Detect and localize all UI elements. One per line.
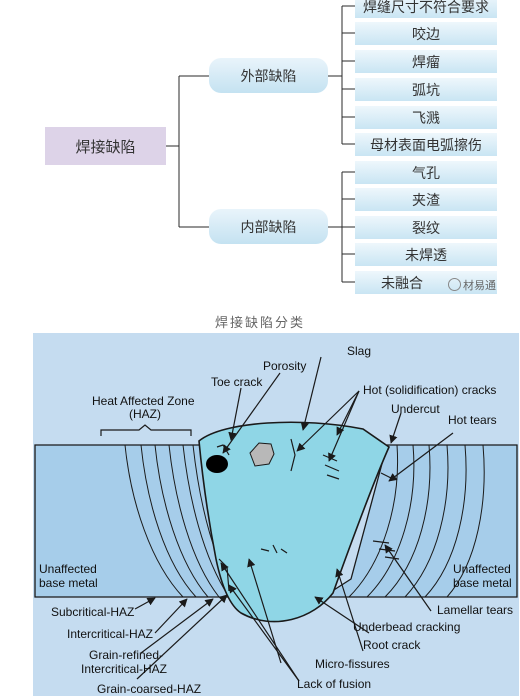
right-base-plate (320, 444, 518, 598)
watermark: 材易通 (448, 277, 496, 293)
porosity-void (206, 455, 228, 473)
label-subcritical-haz: Subcritical-HAZ (51, 605, 134, 619)
slag-inclusion (249, 442, 275, 467)
label-grain-refined-1: Grain-refined- (89, 648, 163, 662)
leaf-incomplete-fusion: 未融合 (355, 271, 497, 294)
label-micro-fissures: Micro-fissures (315, 657, 390, 671)
leaf-weld-size-nonconforming: 焊缝尺寸不符合要求 (355, 0, 497, 18)
label-hot-cracks: Hot (solidification) cracks (363, 383, 496, 397)
leaf-arc-strike: 母材表面电弧擦伤 (355, 133, 497, 156)
label-unaffected-right-1: Unaffected (453, 562, 511, 576)
label-underbead-cracking: Underbead cracking (353, 620, 460, 634)
label-slag: Slag (347, 344, 371, 358)
external-defects-node: 外部缺陷 (209, 58, 328, 93)
tree-connectors (166, 5, 355, 283)
haz-bracket (100, 424, 192, 436)
label-unaffected-left-2: base metal (39, 576, 98, 590)
weld-defect-diagram: Slag Porosity Toe crack Heat Affected Zo… (33, 333, 519, 696)
label-undercut: Undercut (391, 402, 440, 416)
leaf-incomplete-penetration: 未焊透 (355, 243, 497, 266)
label-intercritical-haz: Intercritical-HAZ (67, 627, 153, 641)
watermark-icon (448, 278, 461, 291)
label-grain-refined-2: Intercritical-HAZ (81, 662, 167, 676)
defect-classification-tree: 焊接缺陷 外部缺陷 内部缺陷 焊缝尺寸不符合要求 咬边 焊瘤 弧坑 飞溅 母材表… (0, 0, 520, 300)
leaf-crack: 裂纹 (355, 216, 497, 239)
leaf-crater: 弧坑 (355, 78, 497, 101)
label-toe-crack: Toe crack (211, 375, 263, 389)
leaf-porosity: 气孔 (355, 161, 497, 184)
tree-root-node: 焊接缺陷 (45, 127, 166, 165)
label-porosity: Porosity (263, 359, 306, 373)
leaf-undercut: 咬边 (355, 22, 497, 45)
figure-caption: 焊接缺陷分类 (214, 316, 305, 331)
label-unaffected-left-1: Unaffected (39, 562, 97, 576)
label-unaffected-right-2: base metal (453, 576, 512, 590)
leaf-overlap: 焊瘤 (355, 50, 497, 73)
label-haz-line2: (HAZ) (129, 407, 161, 421)
label-lack-of-fusion: Lack of fusion (297, 677, 371, 691)
leaf-slag-inclusion: 夹渣 (355, 188, 497, 211)
label-root-crack: Root crack (363, 638, 421, 652)
left-haz-lines (124, 444, 236, 598)
label-hot-tears: Hot tears (448, 413, 497, 427)
leader-lines (134, 356, 454, 682)
right-haz-lines (348, 444, 485, 598)
label-lamellar-tears: Lamellar tears (437, 603, 513, 617)
label-haz-line1: Heat Affected Zone (92, 394, 195, 408)
leaf-spatter: 飞溅 (355, 106, 497, 129)
internal-defects-node: 内部缺陷 (209, 209, 328, 244)
weld-diagram-svg: Slag Porosity Toe crack Heat Affected Zo… (33, 333, 519, 696)
weld-bead (198, 421, 391, 623)
label-grain-coarsed-haz: Grain-coarsed-HAZ (97, 682, 201, 696)
hot-crack-1 (290, 438, 296, 472)
